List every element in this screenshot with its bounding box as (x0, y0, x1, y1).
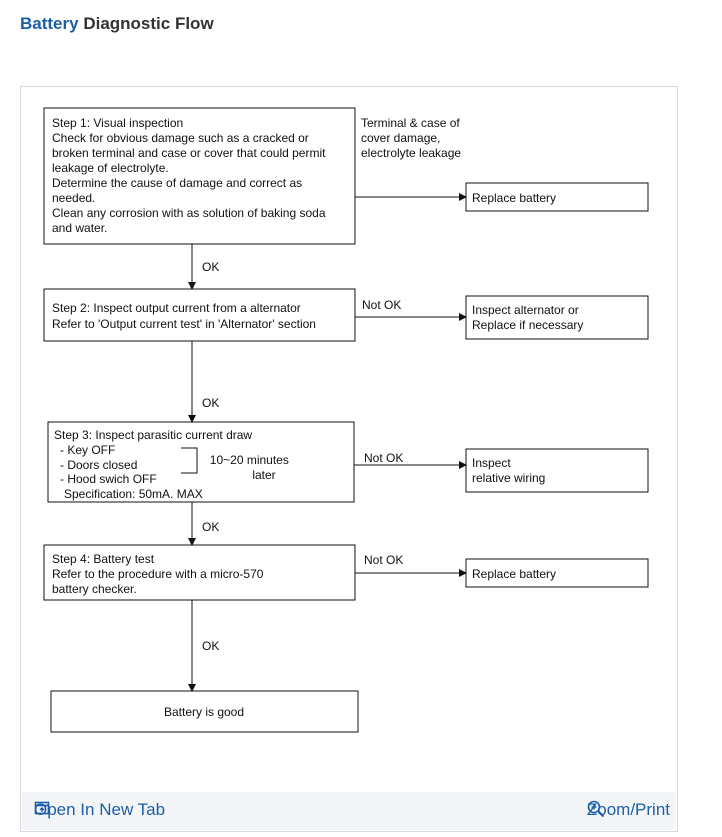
step3-items: - Key OFF - Doors closed - Hood swich OF… (60, 443, 157, 486)
step3-spec: Specification: 50mA. MAX (64, 487, 203, 501)
step4-text: Step 4: Battery test Refer to the proced… (52, 552, 267, 596)
zoom-in-icon (587, 800, 605, 818)
replace-battery-label-1: Replace battery (472, 191, 556, 205)
battery-good-label: Battery is good (164, 705, 244, 719)
ok-label-2: OK (202, 396, 219, 410)
open-in-new-tab-link[interactable]: Open In New Tab (34, 800, 165, 820)
step1-text: Step 1: Visual inspection Check for obvi… (52, 116, 329, 235)
ok-label-1: OK (202, 260, 219, 274)
flow-diagram: Step 1: Visual inspection Check for obvi… (43, 107, 649, 733)
page-title-rest: Diagnostic Flow (83, 14, 214, 33)
step1-box (43, 107, 356, 245)
zoom-print-link[interactable]: Zoom/Print (587, 800, 670, 820)
not-ok-label-2: Not OK (362, 298, 401, 312)
step3-title: Step 3: Inspect parasitic current draw (54, 428, 252, 442)
open-in-new-tab-label: Open In New Tab (34, 800, 166, 819)
step3-wait: 10~20 minutes later (210, 453, 292, 482)
inspect-wiring-text: Inspect relative wiring (472, 456, 545, 485)
figure-toolbar: Open In New Tab Zoom/Print (22, 792, 676, 830)
step3-box (47, 421, 355, 503)
not-ok-label-4: Not OK (364, 553, 403, 567)
step1-note: Terminal & case of cover damage, electro… (361, 116, 463, 160)
not-ok-label-3: Not OK (364, 451, 403, 465)
step2-box (43, 288, 356, 342)
open-in-new-tab-icon (34, 801, 50, 815)
ok-label-4: OK (202, 639, 219, 653)
zoom-print-label: Zoom/Print (586, 800, 670, 819)
diagram-figure: Step 1: Visual inspection Check for obvi… (20, 86, 678, 832)
page-title: Battery Diagnostic Flow (20, 14, 214, 34)
step2-text: Step 2: Inspect output current from a al… (52, 301, 316, 331)
page-title-accent: Battery (20, 14, 79, 33)
replace-battery-label-2: Replace battery (472, 567, 556, 581)
battery-good-box (50, 690, 359, 733)
inspect-alternator-text: Inspect alternator or Replace if necessa… (472, 303, 583, 332)
inspect-wiring-box (465, 448, 649, 493)
ok-label-3: OK (202, 520, 219, 534)
wait-bracket (181, 447, 198, 474)
